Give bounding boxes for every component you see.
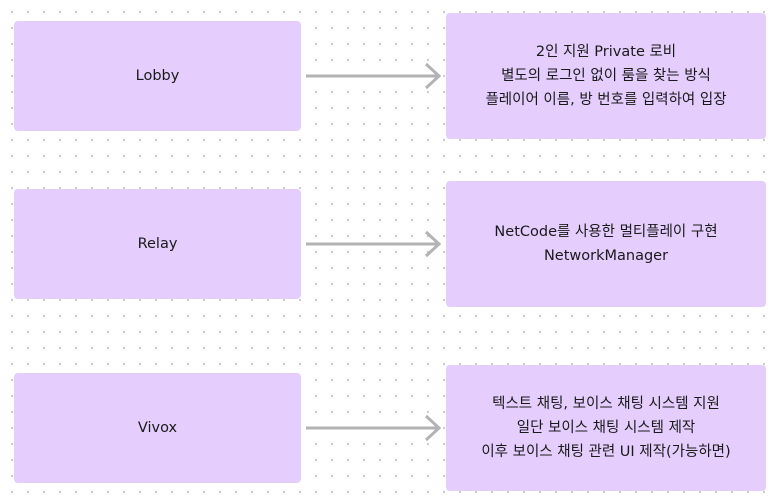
relay-description-line-2: NetworkManager [543, 248, 669, 264]
lobby-description-line-3: 플레이어 이름, 방 번호를 입력하여 입장 [485, 92, 727, 108]
vivox-arrow [306, 414, 442, 442]
vivox-box: Vivox [14, 373, 301, 483]
lobby-box: Lobby [14, 21, 301, 131]
lobby-description-box: 2인 지원 Private 로비 별도의 로그인 없이 룸을 찾는 방식 플레이… [446, 13, 766, 139]
relay-description-line-1: NetCode를 사용한 멀티플레이 구현 [494, 224, 718, 240]
lobby-description-line-2: 별도의 로그인 없이 룸을 찾는 방식 [501, 68, 711, 84]
relay-label: Relay [137, 236, 178, 252]
lobby-label: Lobby [135, 68, 180, 84]
vivox-label: Vivox [137, 420, 178, 436]
lobby-arrow [306, 62, 442, 90]
lobby-description-line-1: 2인 지원 Private 로비 [535, 44, 677, 60]
relay-box: Relay [14, 189, 301, 299]
vivox-description-box: 텍스트 채팅, 보이스 채팅 시스템 지원 일단 보이스 채팅 시스템 제작 이… [446, 365, 766, 491]
vivox-description-line-3: 이후 보이스 채팅 관련 UI 제작(가능하면) [481, 444, 731, 460]
relay-arrow [306, 230, 442, 258]
vivox-description-line-1: 텍스트 채팅, 보이스 채팅 시스템 지원 [492, 396, 720, 412]
vivox-description-line-2: 일단 보이스 채팅 시스템 제작 [516, 420, 696, 436]
relay-description-box: NetCode를 사용한 멀티플레이 구현 NetworkManager [446, 181, 766, 307]
